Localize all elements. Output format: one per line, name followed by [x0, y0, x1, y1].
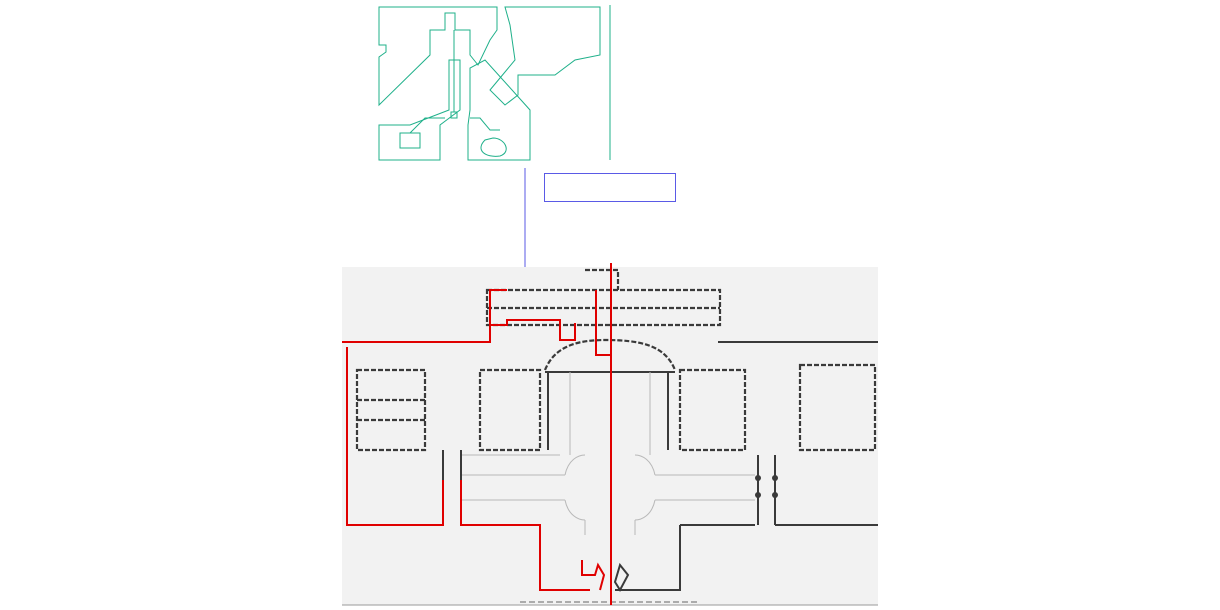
site-plan-outline[interactable]: [378, 5, 611, 161]
highlighted-path[interactable]: [342, 263, 612, 605]
selection-box[interactable]: [544, 173, 676, 202]
